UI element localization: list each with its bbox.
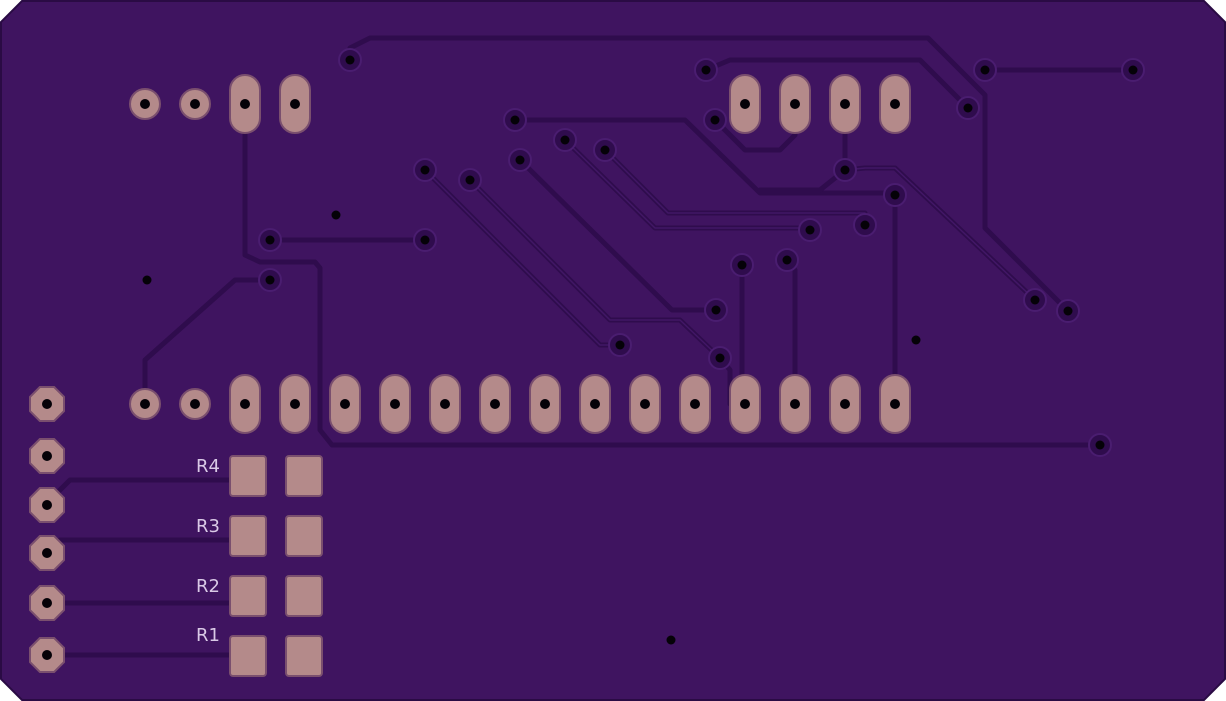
round-pad: [179, 388, 211, 420]
via: [1023, 288, 1047, 312]
via: [503, 108, 527, 132]
oval-pad: [279, 374, 311, 434]
smd-pad: [285, 515, 323, 557]
oval-pad: [279, 74, 311, 134]
via: [258, 268, 282, 292]
trace: [703, 57, 971, 111]
via: [883, 183, 907, 207]
via: [798, 218, 822, 242]
oval-pad: [729, 74, 761, 134]
via: [694, 58, 718, 82]
trace: [142, 277, 273, 407]
via: [1121, 58, 1145, 82]
oval-pad: [879, 74, 911, 134]
smd-pads: [229, 455, 323, 677]
smd-pad: [229, 575, 267, 617]
connector-pad: [29, 386, 65, 422]
smd-pad: [229, 455, 267, 497]
octagon-pads: [29, 386, 65, 673]
vias: [258, 48, 1145, 457]
label-r3: R3: [196, 516, 220, 537]
oval-pad: [229, 74, 261, 134]
via: [258, 228, 282, 252]
label-r2: R2: [196, 576, 220, 597]
via: [608, 333, 632, 357]
oval-pad: [579, 374, 611, 434]
via: [508, 148, 532, 172]
via: [704, 298, 728, 322]
round-pad: [129, 88, 161, 120]
oval-pads: [229, 74, 911, 434]
round-pad: [179, 88, 211, 120]
via: [593, 138, 617, 162]
via: [956, 96, 980, 120]
via: [708, 346, 732, 370]
via: [553, 128, 577, 152]
via: [730, 253, 754, 277]
oval-pad: [379, 374, 411, 434]
trace: [517, 157, 719, 313]
via: [703, 108, 727, 132]
label-r4: R4: [196, 456, 220, 477]
oval-pad: [729, 374, 761, 434]
round-pads: [129, 88, 211, 420]
smd-pad: [285, 635, 323, 677]
oval-pad: [529, 374, 561, 434]
oval-pad: [429, 374, 461, 434]
smd-pad: [229, 515, 267, 557]
connector-pad: [29, 585, 65, 621]
drill-hole: [142, 275, 152, 285]
smd-pad: [229, 635, 267, 677]
connector-pad: [29, 637, 65, 673]
via: [833, 158, 857, 182]
label-r1: R1: [196, 625, 220, 646]
trace: [512, 117, 898, 196]
oval-pad: [829, 374, 861, 434]
oval-pad: [829, 74, 861, 134]
oval-pad: [229, 374, 261, 434]
round-pad: [129, 388, 161, 420]
connector-pad: [29, 438, 65, 474]
via: [413, 158, 437, 182]
mounting-drills: [142, 210, 921, 645]
connector-pad: [29, 487, 65, 523]
drill-hole: [666, 635, 676, 645]
via: [775, 248, 799, 272]
oval-pad: [629, 374, 661, 434]
trace: [242, 101, 1103, 448]
smd-pad: [285, 455, 323, 497]
drill-hole: [331, 210, 341, 220]
oval-pad: [479, 374, 511, 434]
oval-pad: [779, 74, 811, 134]
connector-pad: [29, 535, 65, 571]
oval-pad: [879, 374, 911, 434]
via: [1056, 299, 1080, 323]
via: [973, 58, 997, 82]
via: [458, 168, 482, 192]
via: [1088, 433, 1112, 457]
oval-pad: [329, 374, 361, 434]
oval-pad: [779, 374, 811, 434]
via: [853, 213, 877, 237]
oval-pad: [679, 374, 711, 434]
smd-pad: [285, 575, 323, 617]
via: [338, 48, 362, 72]
via: [413, 228, 437, 252]
drill-hole: [911, 335, 921, 345]
